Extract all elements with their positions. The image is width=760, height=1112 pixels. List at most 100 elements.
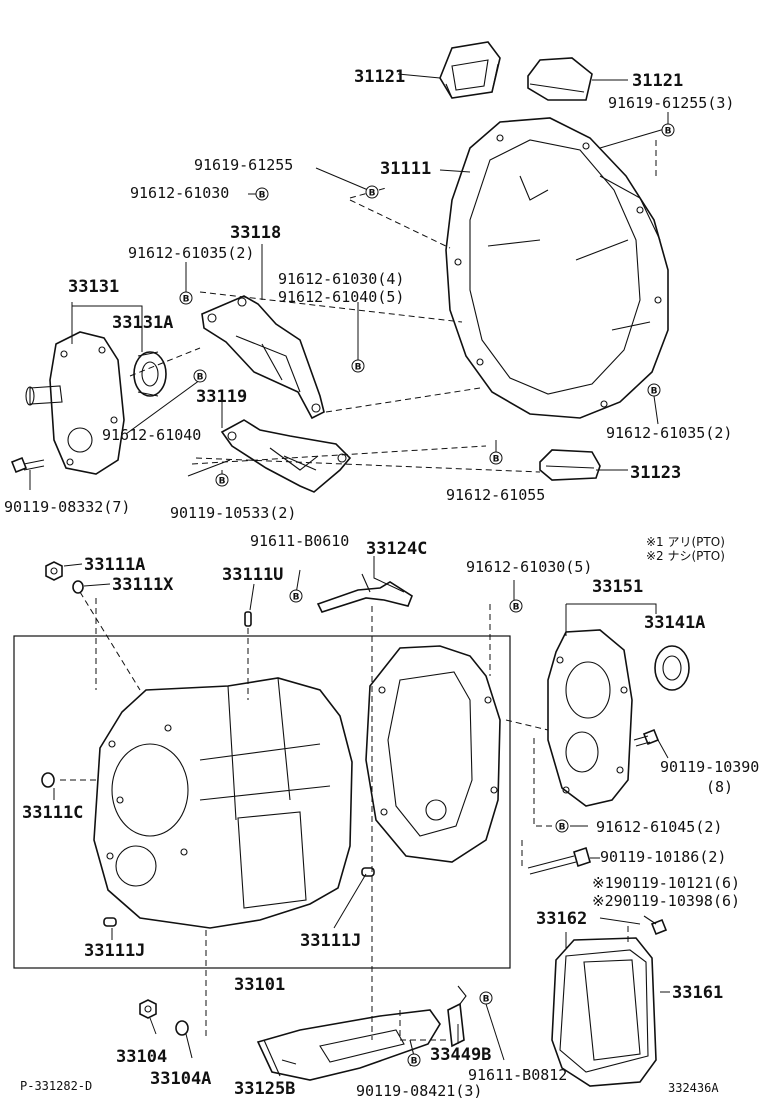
label-33141A: 33141A [644,613,705,633]
svg-text:B: B [483,995,490,1005]
svg-text:B: B [559,823,566,833]
part-intermediate-plate [365,645,501,863]
svg-text:B: B [259,191,266,201]
label-33449B: 33449B [430,1045,491,1065]
label-91612-61035-2-top: 91612-61035(2) [128,244,254,262]
part-33111U-pin [244,611,252,627]
label-33125B: 33125B [234,1079,295,1099]
label-91619-61255: 91619-61255 [194,156,293,174]
label-31111: 31111 [380,159,431,179]
torque-marker-b-4: B [179,291,193,305]
part-31111-clutch-housing [445,117,669,419]
label-33111U: 33111U [222,565,283,585]
torque-marker-b-9: B [215,473,229,487]
label-33161: 33161 [672,983,723,1003]
part-31123-cover [539,449,601,481]
part-labels: 31121 31121 91619-61255(3) 91619-61255 3… [4,67,759,1100]
diagram-ref-right: 332436A [668,1081,719,1095]
torque-marker-b-3: B [255,187,269,201]
part-31121-right-cap [527,57,593,101]
part-33101-transmission-case [93,677,353,929]
dashed-assembly-lines [60,140,657,1041]
torque-marker-b-12: B [555,819,569,833]
torque-marker-b-1: B [661,123,675,137]
label-33118: 33118 [230,223,281,243]
label-31121-right: 31121 [632,71,683,91]
label-91612-61055: 91612-61055 [446,486,545,504]
label-31123: 31123 [630,463,681,483]
label-91612-61040-5: 91612-61040(5) [278,288,404,306]
part-33118-bracket [201,295,325,420]
svg-text:B: B [197,373,204,383]
part-33111X-washer [72,580,84,594]
label-33111A: 33111A [84,555,145,575]
label-90119-10390: 90119-10390 [660,758,759,776]
svg-text:B: B [493,455,500,465]
svg-text:B: B [219,477,226,487]
label-33119: 33119 [196,387,247,407]
part-33104A-washer [175,1020,189,1036]
label-90119-08332-7: 90119-08332(7) [4,498,130,516]
label-90119-10398-6: ※290119-10398(6) [592,892,740,910]
svg-text:B: B [651,387,658,397]
part-90119-10121-bolt [643,915,668,936]
part-33119-bracket [220,419,352,493]
torque-marker-b-7: B [647,383,661,397]
note-pto-without: ※2 ナシ(PTO) [646,549,725,563]
torque-marker-b-8: B [489,451,503,465]
label-33101: 33101 [234,975,285,995]
svg-text:B: B [369,189,376,199]
label-33111C: 33111C [22,803,83,823]
svg-text:B: B [355,363,362,373]
label-33131A: 33131A [112,313,173,333]
part-33111J-dowel-left [103,917,117,927]
torque-marker-b-10: B [289,589,303,603]
diagram-ref-left: P-331282-D [20,1079,92,1093]
label-91612-61045-2: 91612-61045(2) [596,818,722,836]
part-90119-10186-bolt [527,846,591,875]
label-91612-61030-4: 91612-61030(4) [278,270,404,288]
label-90119-10121-6: ※190119-10121(6) [592,874,740,892]
svg-text:B: B [411,1057,418,1067]
note-pto-with: ※1 アリ(PTO) [646,535,725,549]
svg-text:B: B [665,127,672,137]
assembly-frame-33101 [13,635,511,969]
label-33131: 33131 [68,277,119,297]
part-31121-left-boot [439,41,501,99]
svg-text:B: B [513,603,520,613]
part-33151-rear-cover [547,629,633,807]
leader-lines [29,73,670,1067]
torque-marker-b-6: B [193,369,207,383]
label-90119-10533-2: 90119-10533(2) [170,504,296,522]
label-33104A: 33104A [150,1069,211,1089]
label-91612-61030: 91612-61030 [130,184,229,202]
label-31121-left: 31121 [354,67,405,87]
part-33125B-under-cover [256,1009,441,1081]
part-90119-08332-bolt [10,456,45,474]
label-33111J-right: 33111J [300,931,361,951]
part-90119-08421-bolt [409,1039,415,1057]
torque-marker-b-11: B [509,599,523,613]
part-33124C-lever [316,573,413,613]
label-33111J-left: 33111J [84,941,145,961]
label-33111X: 33111X [112,575,174,595]
torque-marker-b-14: B [407,1053,421,1067]
torque-marker-b-2: B [365,185,379,199]
label-91619-61255-3: 91619-61255(3) [608,94,734,112]
part-90119-10390-bolt [633,728,660,747]
label-90119-10390-qty: (8) [706,778,733,796]
part-33111J-dowel-right [361,867,375,877]
torque-marker-b-13: B [479,991,493,1005]
part-33141A-oil-seal [654,645,690,691]
part-33111C-plug [41,772,55,788]
label-33104: 33104 [116,1047,167,1067]
label-91611-B0812: 91611-B0812 [468,1066,567,1084]
label-91611-B0610: 91611-B0610 [250,532,349,550]
svg-text:B: B [293,593,300,603]
part-33161-pto-cover [551,937,657,1087]
part-33131A-oil-seal [133,351,167,397]
part-33111A-nut [45,561,63,581]
label-33124C: 33124C [366,539,427,559]
label-90119-10186-2: 90119-10186(2) [600,848,726,866]
label-90119-08421-3: 90119-08421(3) [356,1082,482,1100]
